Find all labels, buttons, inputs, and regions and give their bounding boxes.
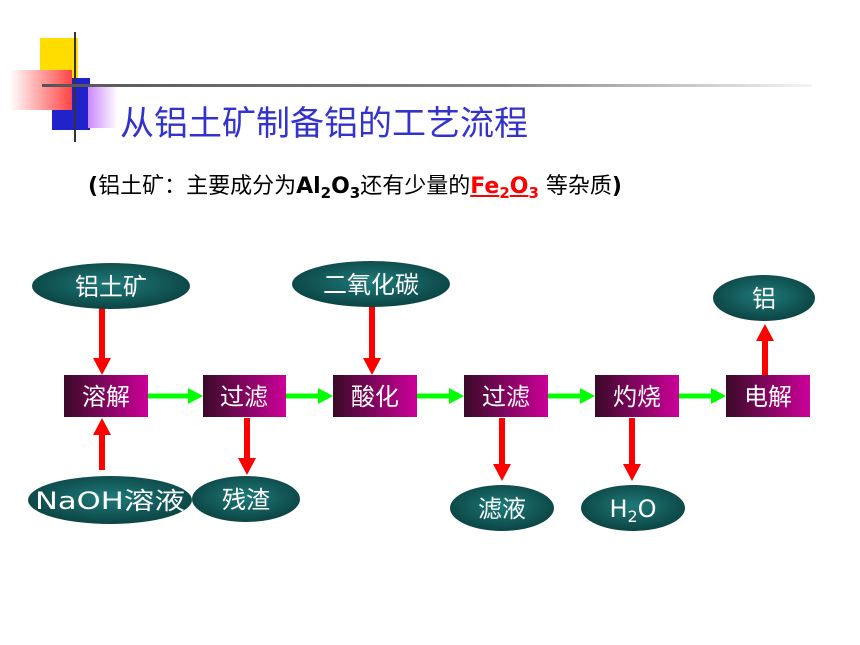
formula-al: Al — [296, 174, 321, 199]
flow-arrow-calcine-electrolysis — [679, 388, 726, 404]
arrow-naoh-to-dissolve — [93, 418, 111, 470]
formula-fe-o: O — [509, 174, 529, 199]
water-o: O — [638, 495, 657, 523]
arrow-bauxite-to-dissolve — [93, 308, 111, 375]
process-acidify-label: 酸化 — [351, 383, 399, 411]
output-aluminum-label: 铝 — [752, 285, 776, 313]
output-residue-label: 残渣 — [222, 486, 270, 514]
subtitle-open-paren: ( — [88, 174, 99, 199]
subtitle-prefix: 铝土矿：主要成分为 — [98, 174, 297, 199]
process-dissolve-label: 溶解 — [82, 383, 130, 411]
subtitle: (铝土矿：主要成分为Al2O3还有少量的Fe2O3 等杂质) — [88, 168, 622, 202]
flow-arrow-acidify-filter2 — [417, 388, 464, 404]
water-sub: 2 — [627, 507, 637, 526]
arrow-electrolysis-to-aluminum — [756, 324, 774, 375]
subtitle-middle: 还有少量的 — [360, 174, 471, 199]
arrow-filter2-to-filtrate — [493, 418, 511, 481]
process-electrolysis: 电解 — [726, 375, 810, 417]
arrow-co2-to-acidify — [363, 306, 381, 375]
process-filter1: 过滤 — [203, 375, 286, 417]
process-acidify: 酸化 — [333, 375, 417, 417]
process-calcine: 灼烧 — [595, 375, 679, 417]
process-filter2-label: 过滤 — [482, 383, 530, 411]
output-aluminum: 铝 — [713, 275, 815, 321]
flow-arrow-filter2-calcine — [548, 388, 595, 404]
deco-pink-block — [88, 84, 118, 128]
page-title: 从铝土矿制备铝的工艺流程 — [120, 104, 528, 144]
output-filtrate: 滤液 — [450, 485, 554, 531]
water-h: H — [609, 495, 627, 523]
formula-fe-o-sub: 3 — [528, 184, 539, 202]
input-co2-label: 二氧化碳 — [323, 271, 419, 299]
subtitle-suffix: 等杂质 — [538, 174, 612, 199]
deco-vertical-line — [74, 32, 76, 142]
process-electrolysis-label: 电解 — [744, 383, 792, 411]
feed-arrows — [93, 306, 774, 481]
formula-o: O — [331, 174, 350, 199]
output-residue: 残渣 — [192, 476, 300, 522]
flow-arrow-filter1-acidify — [286, 388, 333, 404]
formula-al-sub: 2 — [320, 184, 332, 202]
process-filter1-label: 过滤 — [220, 383, 268, 411]
process-filter2: 过滤 — [464, 375, 548, 417]
deco-horizontal-line — [42, 84, 812, 87]
subtitle-close-paren: ) — [611, 174, 622, 199]
deco-red-block — [10, 70, 72, 110]
output-water-label: H2O — [609, 495, 656, 526]
formula-o-sub: 3 — [349, 184, 361, 202]
formula-fe-sub: 2 — [499, 184, 510, 202]
process-calcine-label: 灼烧 — [613, 383, 661, 411]
formula-fe: Fe — [470, 174, 500, 199]
arrow-filter1-to-residue — [238, 418, 256, 475]
arrow-calcine-to-water — [623, 418, 641, 481]
output-filtrate-label: 滤液 — [478, 495, 526, 523]
input-naoh: NaOH溶液 — [28, 476, 192, 524]
input-bauxite: 铝土矿 — [32, 263, 190, 309]
flow-arrow-dissolve-filter1 — [148, 388, 203, 404]
output-water: H2O — [581, 485, 685, 531]
input-co2: 二氧化碳 — [292, 261, 450, 307]
flow-arrows — [148, 388, 726, 404]
input-bauxite-label: 铝土矿 — [75, 273, 147, 301]
process-dissolve: 溶解 — [64, 375, 148, 417]
input-naoh-label: NaOH溶液 — [35, 487, 185, 515]
formula-fe2o3: Fe2O3 — [470, 174, 539, 202]
